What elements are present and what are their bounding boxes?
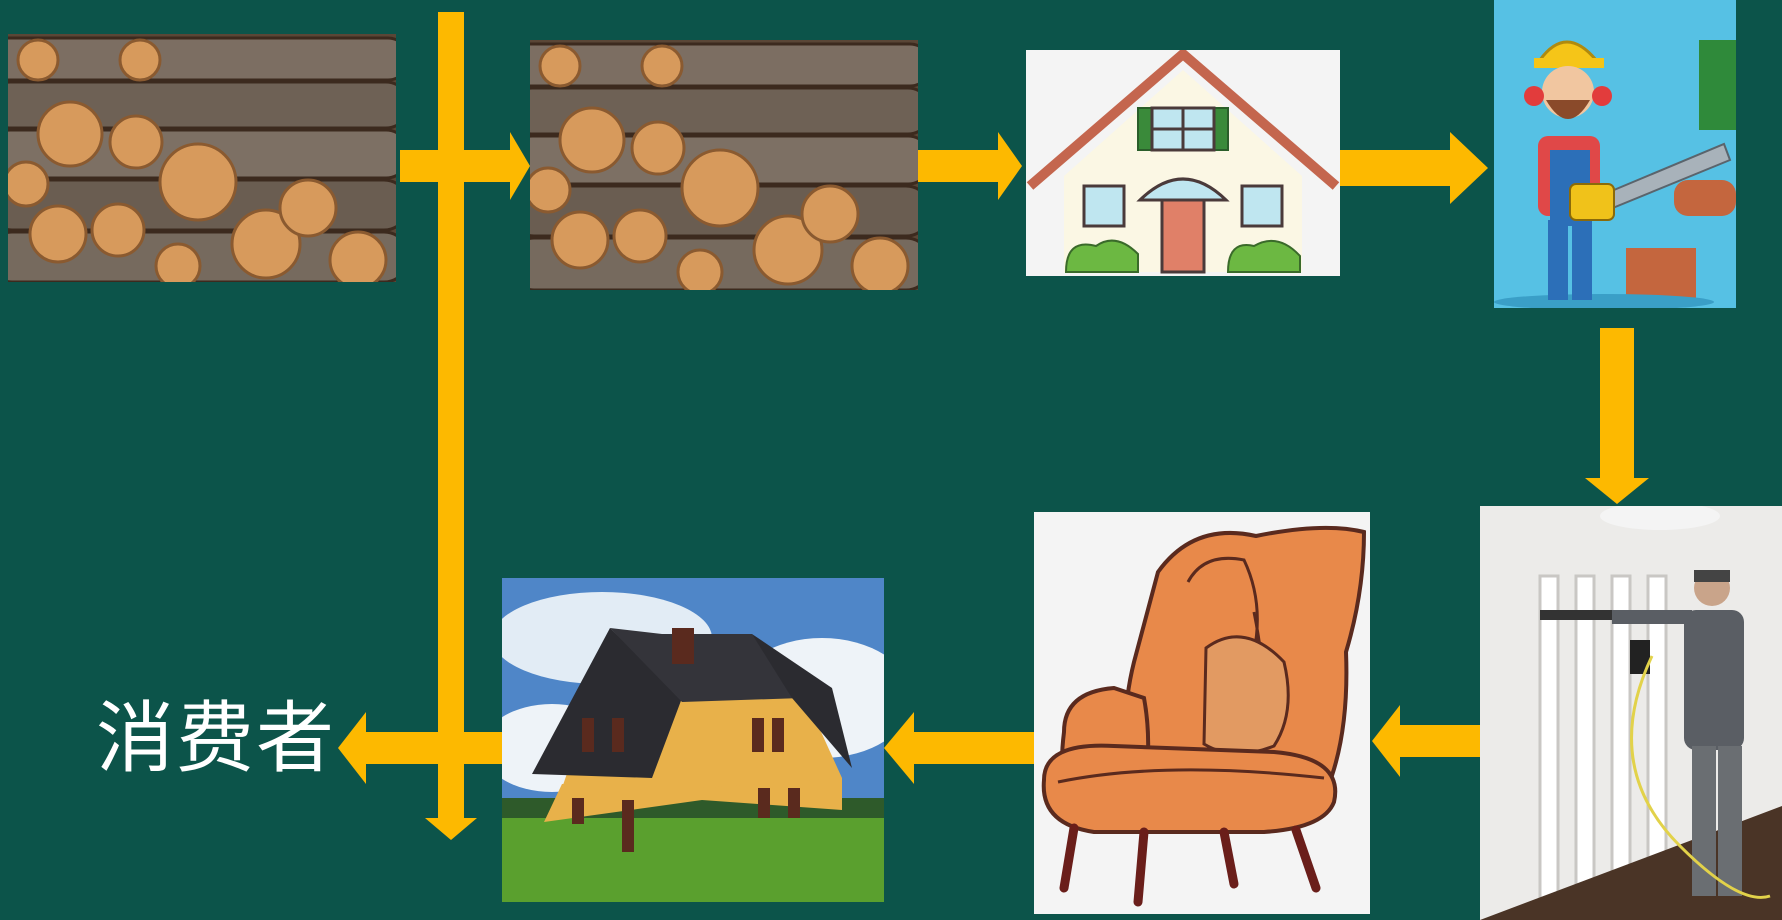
arrow-logs-to-house: [918, 150, 1000, 182]
vertical-trunk-line: [438, 12, 464, 820]
trunk-down-arrowhead: [425, 818, 477, 840]
cartoon-house-image: [1026, 50, 1340, 276]
armchair-image: [1034, 512, 1370, 914]
arrow-lumberjack-to-carpenter-head: [1585, 478, 1649, 504]
arrow-carpenter-to-chair: [1398, 725, 1480, 757]
arrow-house-to-lumberjack-head: [1450, 132, 1488, 204]
consumer-label: 消费者: [96, 694, 337, 784]
arrow-lumberjack-to-carpenter: [1600, 328, 1634, 480]
arrow-house-to-lumberjack: [1340, 150, 1452, 186]
arrow-carpenter-to-chair-head: [1372, 705, 1400, 777]
lumberjack-image: [1494, 0, 1736, 308]
arrow-logs-to-house-head: [998, 132, 1022, 200]
arrow-house-to-consumer-head: [338, 712, 366, 784]
arrow-logs-to-logs: [400, 150, 512, 182]
arrow-chair-to-house: [912, 732, 1034, 764]
arrow-house-to-consumer: [364, 732, 504, 764]
carpenter-working-image: [1480, 506, 1782, 920]
log-pile-image-1: [8, 34, 396, 282]
log-pile-image-2: [530, 40, 918, 290]
arrow-logs-to-logs-head: [510, 132, 530, 200]
arrow-chair-to-house-head: [884, 712, 914, 784]
finished-house-image: [502, 578, 884, 902]
